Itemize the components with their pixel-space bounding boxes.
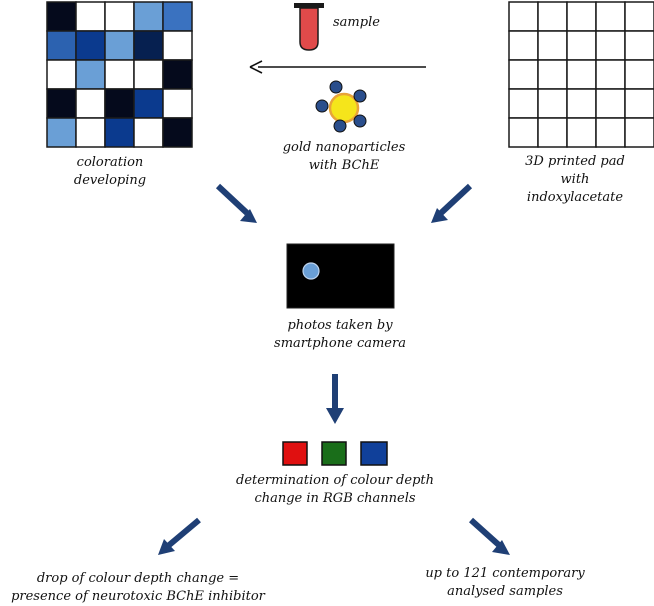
- arrow-to-phone-left: [215, 183, 257, 223]
- grid-cell: [75, 1, 106, 32]
- drop-label-line2: presence of neurotoxic BChE inhibitor: [11, 589, 265, 604]
- samples-label-line1: up to 121 contemporary: [425, 566, 585, 581]
- grid-cell: [75, 30, 106, 61]
- grid-cell: [46, 59, 77, 90]
- grid-cell: [46, 1, 77, 32]
- arrow-to-samples: [468, 517, 510, 555]
- grid-cell: [46, 117, 77, 148]
- grid-cell: [566, 117, 597, 148]
- grid-cell: [75, 59, 106, 90]
- grid-cell: [46, 30, 77, 61]
- grid-cell: [508, 30, 539, 61]
- grid-cell: [537, 88, 568, 119]
- grid-cell: [537, 1, 568, 32]
- printed-pad-grid: [508, 1, 654, 148]
- pad-label-line3: indoxylacetate: [526, 190, 624, 205]
- grid-cell: [595, 1, 626, 32]
- pad-label-line1: 3D printed pad: [525, 154, 625, 169]
- grid-cell: [595, 117, 626, 148]
- grid-cell: [537, 59, 568, 90]
- grid-cell: [624, 1, 654, 32]
- gold-nanoparticle-icon: [315, 80, 367, 133]
- grid-cell: [537, 117, 568, 148]
- nanoparticles-label-line1: gold nanoparticles: [282, 140, 406, 155]
- grid-cell: [537, 30, 568, 61]
- grid-cell: [75, 88, 106, 119]
- grid-cell: [104, 1, 135, 32]
- grid-cell: [624, 88, 654, 119]
- grid-cell: [133, 1, 164, 32]
- photos-label-line1: photos taken by: [287, 318, 393, 333]
- drop-label-line1: drop of colour depth change =: [36, 571, 240, 586]
- nanoparticles-label-line2: with BChE: [308, 158, 380, 173]
- arrow-to-phone-right: [431, 183, 473, 223]
- grid-cell: [162, 88, 193, 119]
- grid-cell: [508, 59, 539, 90]
- grid-cell: [595, 88, 626, 119]
- coloration-label-line1: coloration: [76, 155, 144, 170]
- sample-tube-icon: [294, 3, 324, 51]
- grid-cell: [133, 30, 164, 61]
- grid-cell: [104, 30, 135, 61]
- grid-cell: [566, 1, 597, 32]
- grid-cell: [133, 59, 164, 90]
- grid-cell: [46, 88, 77, 119]
- grid-cell: [624, 117, 654, 148]
- pad-label-line2: with: [560, 172, 590, 187]
- grid-cell: [508, 1, 539, 32]
- photos-label-line2: smartphone camera: [274, 336, 406, 351]
- grid-cell: [595, 30, 626, 61]
- grid-cell: [162, 1, 193, 32]
- grid-cell: [162, 117, 193, 148]
- grid-cell: [104, 59, 135, 90]
- grid-cell: [566, 59, 597, 90]
- sample-label: sample: [333, 15, 380, 30]
- grid-cell: [133, 88, 164, 119]
- grid-cell: [595, 59, 626, 90]
- grid-cell: [566, 88, 597, 119]
- rgb-label-line1: determination of colour depth: [236, 473, 434, 488]
- grid-cell: [508, 88, 539, 119]
- rgb-label-line2: change in RGB channels: [254, 491, 416, 506]
- arrow-down: [326, 374, 344, 424]
- coloration-label-line2: developing: [73, 173, 147, 188]
- smartphone-photo: [286, 243, 395, 309]
- grid-cell: [624, 30, 654, 61]
- grid-cell: [162, 30, 193, 61]
- grid-cell: [566, 30, 597, 61]
- arrow-to-drop: [158, 517, 201, 555]
- grid-cell: [624, 59, 654, 90]
- reaction-arrow: [249, 60, 426, 74]
- coloration-grid: [46, 1, 193, 148]
- grid-cell: [104, 88, 135, 119]
- grid-cell: [133, 117, 164, 148]
- rgb-channel-squares: [282, 441, 388, 466]
- grid-cell: [162, 59, 193, 90]
- grid-cell: [508, 117, 539, 148]
- grid-cell: [104, 117, 135, 148]
- samples-label-line2: analysed samples: [447, 584, 563, 599]
- grid-cell: [75, 117, 106, 148]
